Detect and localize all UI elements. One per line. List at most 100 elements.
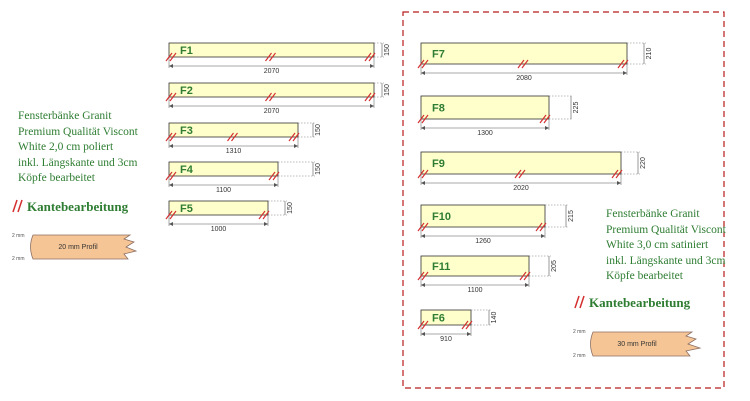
dimension-arrow — [623, 71, 627, 75]
edge-mark — [421, 271, 429, 281]
panel-label: F10 — [432, 211, 451, 223]
edge-mark — [364, 52, 372, 62]
edge-mark — [517, 59, 525, 69]
edge-mark — [165, 171, 173, 181]
right-profile-shape — [590, 331, 702, 357]
right-description-line: Premium Qualität Viscont — [606, 223, 726, 236]
panel-label: F7 — [432, 49, 445, 61]
edge-mark — [421, 114, 429, 124]
edge-mark — [421, 169, 429, 179]
panel-label: F11 — [432, 261, 450, 273]
right-profile: 2 mm 2 mm 30 mm Profil — [573, 329, 702, 359]
edge-mark — [227, 132, 234, 142]
panel-label: F3 — [180, 125, 193, 137]
dimension-arrow — [421, 332, 425, 336]
edge-mark — [265, 92, 272, 102]
panel-rect — [168, 82, 375, 98]
dimension-arrow — [169, 222, 173, 226]
length-label: 1000 — [211, 226, 227, 233]
left-profile-mm-top: 2 mm — [12, 233, 25, 239]
left-description-line: Fensterbänke Granit — [18, 110, 112, 122]
length-label: 2080 — [516, 75, 532, 82]
dimension-arrow — [617, 181, 621, 185]
edge-mark — [417, 320, 425, 330]
length-label: 2020 — [513, 185, 529, 192]
edge-mark — [421, 59, 429, 69]
edge-mark — [262, 210, 270, 220]
panel-rect — [420, 309, 472, 326]
right-group-frame — [402, 11, 725, 389]
dimension-arrow — [421, 71, 425, 75]
edge-mark — [288, 132, 296, 142]
edge-mark — [465, 320, 473, 330]
panel-label: F2 — [180, 85, 193, 97]
panel-rect — [420, 95, 550, 120]
length-label: 1310 — [226, 148, 242, 155]
panel-rect — [168, 122, 299, 138]
dimension-arrow — [545, 126, 549, 130]
left-kante-title: Kantebearbeitung — [27, 199, 129, 214]
edge-mark — [165, 132, 173, 142]
dimension-arrow — [421, 181, 425, 185]
panel-label: F1 — [180, 45, 193, 57]
length-label: 910 — [440, 336, 452, 343]
edge-mark — [523, 271, 531, 281]
dimension-arrow — [370, 64, 374, 68]
right-profile-label: 30 mm Profil — [617, 341, 657, 348]
depth-label: 210 — [646, 48, 653, 60]
edge-mark — [169, 210, 177, 220]
depth-label: 140 — [491, 312, 498, 324]
panel-label: F5 — [180, 203, 193, 215]
dimension-arrow — [169, 144, 173, 148]
panel-f2: F2 2070 150 — [165, 82, 391, 115]
edge-mark — [165, 210, 173, 220]
edge-mark — [417, 222, 425, 232]
edge-mark — [269, 52, 276, 62]
right-profile-mm-top: 2 mm — [573, 329, 586, 335]
edge-mark — [539, 222, 547, 232]
edge-mark — [535, 222, 543, 232]
panel-label: F9 — [432, 158, 445, 170]
edge-mark — [518, 169, 526, 179]
panel-rect — [168, 42, 375, 58]
dimension-arrow — [294, 144, 298, 148]
edge-mark — [165, 92, 173, 102]
edge-mark — [292, 132, 300, 142]
dimension-arrow — [421, 126, 425, 130]
right-kante-heading: Kantebearbeitung — [574, 295, 690, 311]
dimension-arrow — [169, 104, 173, 108]
left-description-line: White 2,0 cm poliert — [18, 141, 114, 153]
panel-rect — [420, 42, 628, 65]
right-profile-mm-bottom: 2 mm — [573, 353, 586, 359]
panel-label: F4 — [180, 164, 194, 176]
edge-mark — [272, 171, 280, 181]
edge-mark — [417, 271, 425, 281]
panels-layer: F12070150F22070150F31310150F41100150F510… — [165, 42, 653, 343]
edge-mark — [165, 52, 173, 62]
edge-mark — [258, 210, 266, 220]
edge-mark — [368, 52, 376, 62]
length-label: 2070 — [264, 108, 280, 115]
edge-mark — [421, 222, 429, 232]
left-profile-label: 20 mm Profil — [58, 244, 98, 251]
right-description-line: Fensterbänke Granit — [606, 208, 700, 220]
depth-label: 220 — [640, 157, 647, 169]
dimension-arrow — [370, 104, 374, 108]
panel-rect — [168, 200, 269, 216]
edge-mark — [521, 59, 529, 69]
dimension-arrow — [525, 283, 529, 287]
edge-mark — [417, 114, 425, 124]
depth-label: 150 — [287, 202, 294, 214]
edge-mark — [169, 132, 177, 142]
panel-rect — [420, 255, 530, 277]
left-profile: 2 mm 2 mm 20 mm Profil — [12, 233, 138, 262]
panel-rect — [168, 161, 279, 177]
depth-label: 150 — [384, 84, 391, 96]
dimension-arrow — [169, 183, 173, 187]
dimension-arrow — [264, 222, 268, 226]
dimension-arrow — [467, 332, 471, 336]
